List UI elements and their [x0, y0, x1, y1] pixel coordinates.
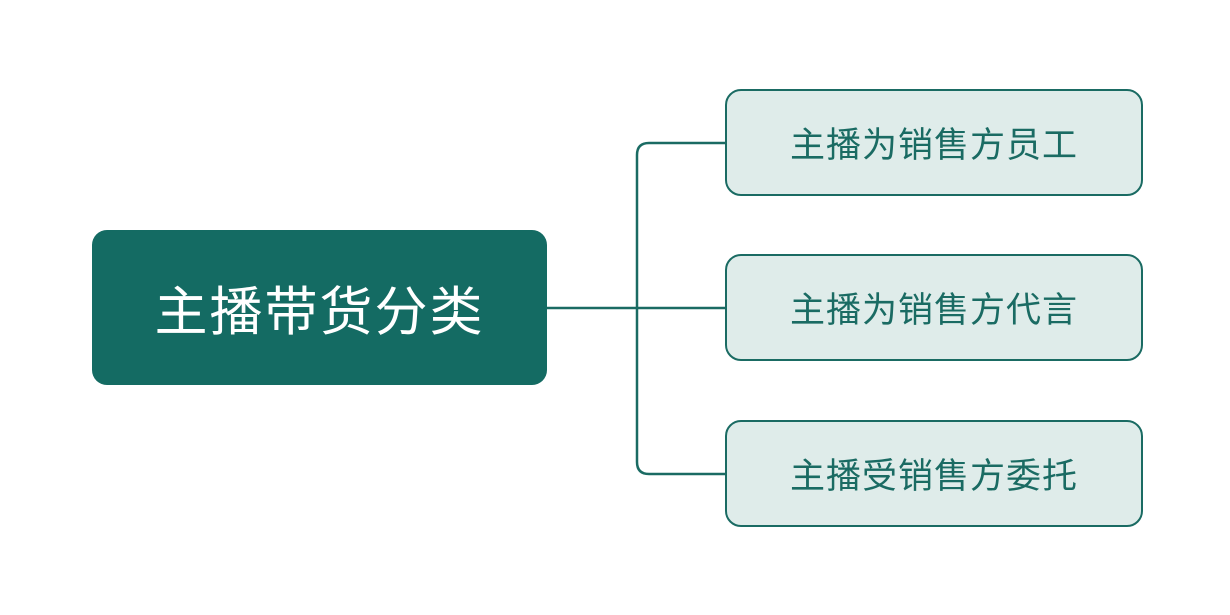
child-node-1[interactable]: 主播为销售方员工 — [725, 89, 1143, 196]
root-node[interactable]: 主播带货分类 — [92, 230, 547, 385]
connector-branch-1 — [635, 141, 725, 308]
child-node-3[interactable]: 主播受销售方委托 — [725, 420, 1143, 527]
child-node-2[interactable]: 主播为销售方代言 — [725, 254, 1143, 361]
connector-branch-3 — [635, 308, 725, 476]
